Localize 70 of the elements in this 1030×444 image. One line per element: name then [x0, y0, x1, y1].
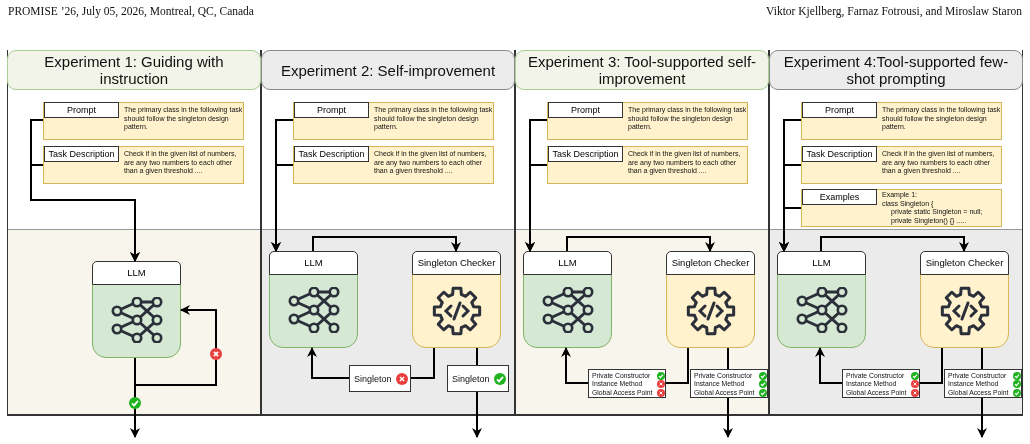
block-title: Singleton Checker [920, 251, 1009, 275]
connector-line [410, 347, 435, 379]
card-tab: Task Description [44, 146, 119, 162]
connector-line [727, 347, 729, 370]
arrow [30, 164, 140, 262]
arrow [779, 207, 802, 252]
text-card [547, 146, 748, 184]
text-card [801, 102, 1002, 140]
card-tab: Prompt [802, 102, 877, 118]
arrow [561, 347, 589, 384]
connector-line [665, 347, 689, 384]
result-box [588, 369, 666, 398]
arrow [977, 397, 987, 438]
arrow [312, 236, 461, 252]
card-tab: Task Description [802, 146, 877, 162]
text-card [293, 102, 494, 140]
block-title: LLM [92, 261, 181, 285]
result-box [842, 369, 920, 398]
result-box [447, 365, 509, 392]
arrow [307, 347, 350, 379]
arrow [566, 236, 715, 252]
arrow [723, 397, 733, 438]
block-title: LLM [269, 251, 358, 275]
result-label: Singleton [452, 373, 490, 385]
text-card [547, 102, 748, 140]
llm-block [777, 251, 866, 348]
checker-block [666, 251, 755, 348]
card-tab: Task Description [294, 146, 369, 162]
arrow [271, 164, 294, 252]
text-card [43, 146, 244, 184]
text-card [293, 146, 494, 184]
page-header-text: Viktor Kjellberg, Farnaz Fotrousi, and Miroslaw Staron [766, 5, 1022, 17]
experiment-panel [261, 50, 515, 416]
arrow [472, 391, 482, 438]
arrow [815, 347, 843, 384]
connector-line [919, 347, 943, 384]
experiment-panel [7, 50, 261, 416]
llm-block [269, 251, 358, 348]
card-tab: Prompt [44, 102, 119, 118]
connector-line [981, 347, 983, 370]
llm-block [523, 251, 612, 348]
card-tab: Prompt [548, 102, 623, 118]
result-box [349, 365, 411, 392]
llm-block [92, 261, 181, 358]
experiment-panel [769, 50, 1023, 416]
card-tab: Examples [802, 189, 877, 205]
card-tab: Prompt [294, 102, 369, 118]
result-box [690, 369, 768, 398]
text-card [801, 189, 1002, 227]
arrow [525, 164, 548, 252]
block-title: LLM [523, 251, 612, 275]
block-title: Singleton Checker [666, 251, 755, 275]
experiment-panel [515, 50, 769, 416]
text-card [43, 102, 244, 140]
card-tab: Task Description [548, 146, 623, 162]
panel-heading: Experiment 2: Self-improvement [261, 50, 515, 90]
checker-block [412, 251, 501, 348]
text-card [801, 146, 1002, 184]
checker-block [920, 251, 1009, 348]
panel-heading: Experiment 4:Tool-supported few-shot prompting [769, 50, 1023, 90]
arrow [820, 236, 969, 252]
panel-heading: Experiment 3: Tool-supported self-improvement [515, 50, 769, 90]
page-header-text: PROMISE ’26, July 05, 2026, Montreal, QC, Canada [8, 5, 254, 17]
arrow [134, 305, 217, 386]
result-box [944, 369, 1022, 398]
panel-heading: Experiment 1: Guiding with instruction [7, 50, 261, 90]
result-label: Singleton [354, 373, 392, 385]
connector-line [476, 347, 478, 366]
block-title: Singleton Checker [412, 251, 501, 275]
block-title: LLM [777, 251, 866, 275]
